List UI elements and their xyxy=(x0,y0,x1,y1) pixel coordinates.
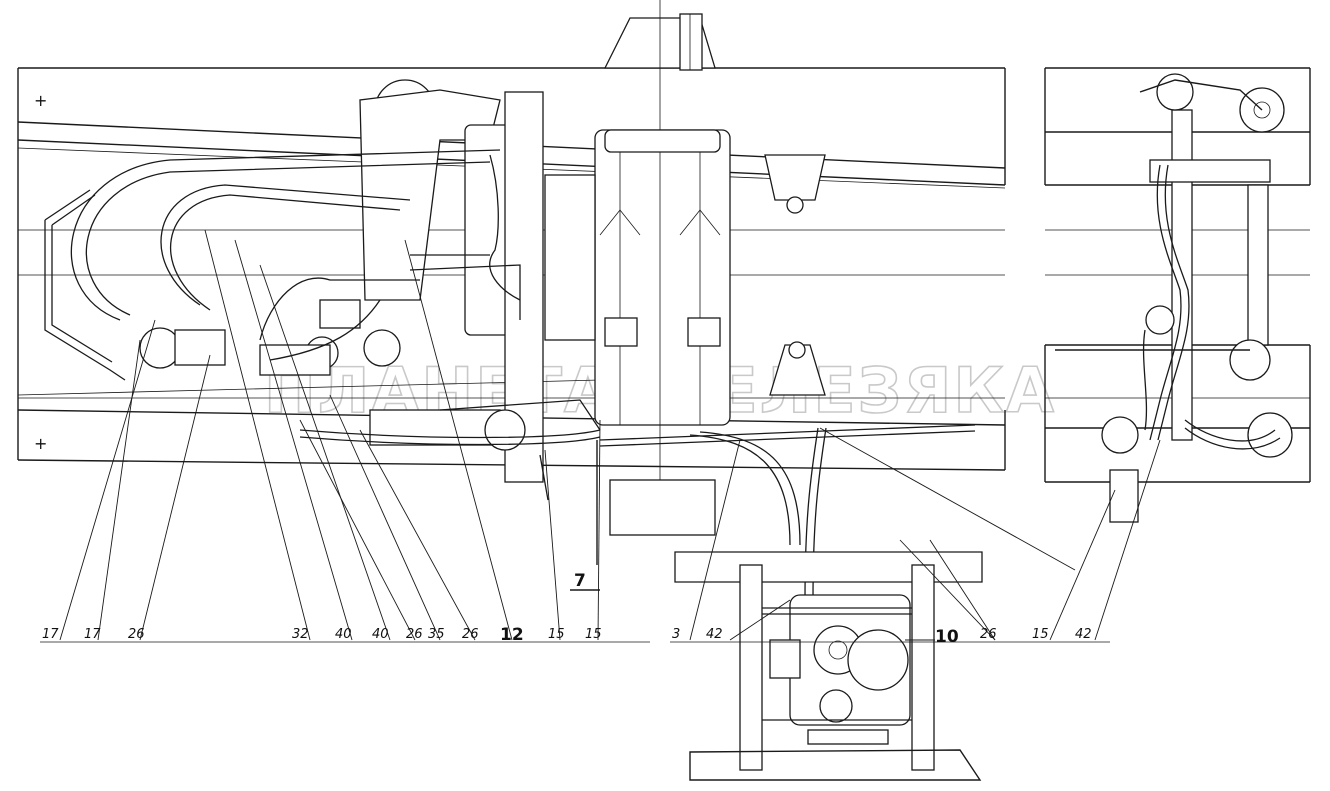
callout-35: 35 xyxy=(428,627,445,642)
central-unit xyxy=(594,129,826,536)
callout-12: 12 xyxy=(500,625,524,645)
hose-lines-right xyxy=(1142,164,1281,450)
callout-17-b: 17 xyxy=(84,627,101,642)
callout-15-b: 15 xyxy=(585,627,602,642)
callout-3: 3 xyxy=(672,627,680,642)
callout-42-b: 42 xyxy=(1075,627,1092,642)
frame-right xyxy=(1044,67,1311,523)
callout-10: 10 xyxy=(935,627,959,647)
callout-17-a: 17 xyxy=(42,627,59,642)
callout-26-b: 26 xyxy=(406,627,423,642)
top-bracket xyxy=(603,0,716,180)
leader-lines xyxy=(40,229,1161,643)
callout-40-a: 40 xyxy=(335,627,352,642)
callout-26-a: 26 xyxy=(128,627,145,642)
callout-26-c: 26 xyxy=(462,627,479,642)
callout-42-a: 42 xyxy=(706,627,723,642)
svg-text:+: + xyxy=(34,434,47,453)
pump-assembly xyxy=(674,551,983,781)
callout-40-b: 40 xyxy=(372,627,389,642)
callout-labels: 17 17 26 32 40 40 26 35 26 12 15 15 3 42… xyxy=(42,625,1092,647)
svg-text:+: + xyxy=(34,91,47,110)
callout-26-d: 26 xyxy=(980,627,997,642)
callout-15-a: 15 xyxy=(548,627,565,642)
left-valve-block xyxy=(139,79,596,483)
section-mark-7: 7 xyxy=(574,571,586,591)
section-marker: 7 xyxy=(570,440,600,591)
callout-15-c: 15 xyxy=(1032,627,1049,642)
callout-32: 32 xyxy=(292,627,309,642)
